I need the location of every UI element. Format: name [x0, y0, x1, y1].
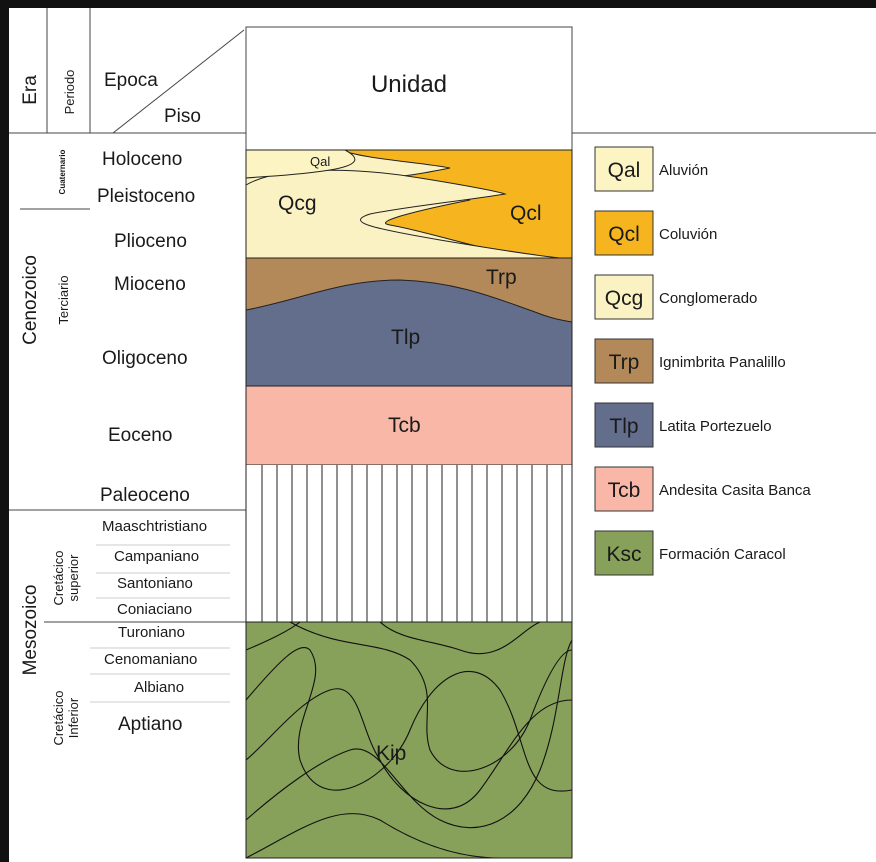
- stage-turoniano: Turoniano: [118, 624, 185, 641]
- legend-label-tlp: Latita Portezuelo: [659, 418, 772, 435]
- legend-swatch-qcl: [594, 210, 654, 256]
- stage-aptiano: Aptiano: [118, 714, 182, 735]
- column-outline: [245, 149, 573, 859]
- epoch-pleistoceno: Pleistoceno: [97, 186, 195, 207]
- era-cenozoico: Cenozoico: [20, 255, 41, 345]
- header-periodo: Periodo: [62, 70, 77, 115]
- label-trp: Trp: [486, 266, 517, 289]
- label-qcg: Qcg: [278, 192, 317, 215]
- legend-label-ksc: Formación Caracol: [659, 546, 786, 563]
- legend-swatch-tlp: [594, 402, 654, 448]
- header-era: Era: [20, 75, 41, 105]
- kip-fold-1: [246, 646, 572, 792]
- stage-coniaciano: Coniaciano: [117, 601, 192, 618]
- epoch-mioceno: Mioceno: [114, 274, 186, 295]
- legend-swatch-tcb: [594, 466, 654, 512]
- label-qal: Qal: [310, 154, 330, 169]
- legend-label-qal: Aluvión: [659, 162, 708, 179]
- stage-cenomaniano: Cenomaniano: [104, 651, 197, 668]
- frame-top: [0, 0, 876, 8]
- layer-qcg-tongue: [245, 169, 561, 259]
- label-tcb: Tcb: [388, 414, 421, 437]
- header-diagonal: [112, 29, 245, 134]
- epoch-oligoceno: Oligoceno: [102, 348, 188, 369]
- period-cretacico-inferior-1: Cretácico: [51, 691, 66, 746]
- epoch-eoceno: Eoceno: [108, 425, 172, 446]
- legend-code-qal: Qal: [608, 159, 641, 182]
- kip-fold-4: [289, 622, 572, 772]
- period-cretacico-inferior-2: Inferior: [66, 697, 81, 738]
- period-cretacico-superior-1: Cretácico: [51, 551, 66, 606]
- stage-santoniano: Santoniano: [117, 575, 193, 592]
- stage-maaschtristiano: Maaschtristiano: [102, 518, 207, 535]
- layer-qal: [245, 149, 356, 179]
- legend-label-trp: Ignimbrita Panalillo: [659, 354, 786, 371]
- legend-code-qcl: Qcl: [608, 223, 640, 246]
- legend-code-qcg: Qcg: [605, 287, 644, 310]
- label-kip: Kip: [376, 742, 406, 765]
- stage-campaniano: Campaniano: [114, 548, 199, 565]
- epoch-paleoceno: Paleoceno: [100, 485, 190, 506]
- header-epoca: Epoca: [104, 70, 158, 91]
- legend-code-tlp: Tlp: [609, 415, 638, 438]
- layer-tcb: [245, 385, 573, 466]
- stage-albiano: Albiano: [134, 679, 184, 696]
- kip-fold-7: [246, 622, 301, 651]
- label-tlp: Tlp: [391, 326, 420, 349]
- era-mesozoico: Mesozoico: [20, 585, 41, 676]
- kip-fold-lines: [246, 622, 572, 858]
- header-piso: Piso: [164, 106, 201, 127]
- hiatus-hatch: [261, 465, 563, 622]
- kip-fold-2: [246, 688, 572, 810]
- kip-fold-5: [379, 622, 541, 655]
- legend-label-qcg: Conglomerado: [659, 290, 757, 307]
- legend-swatch-ksc: [594, 530, 654, 576]
- layer-kip: [245, 621, 573, 859]
- legend-label-tcb: Andesita Casita Banca: [659, 482, 811, 499]
- layer-tlp: [245, 279, 573, 387]
- legend-label-qcl: Coluvión: [659, 226, 717, 243]
- kip-fold-6: [246, 812, 501, 858]
- kip-fold-3: [246, 639, 572, 829]
- frame-left: [0, 0, 9, 862]
- unidad-header-box: [245, 26, 573, 151]
- period-cretacico-superior-2: superior: [66, 554, 81, 602]
- legend-swatch-trp: [594, 338, 654, 384]
- layer-hiatus: [246, 465, 572, 622]
- epoch-plioceno: Plioceno: [114, 231, 187, 252]
- unidad-title: Unidad: [371, 71, 447, 98]
- legend-code-trp: Trp: [609, 351, 640, 374]
- legend-code-ksc: Ksc: [606, 543, 641, 566]
- legend-code-tcb: Tcb: [608, 479, 641, 502]
- legend-swatch-qcg: [594, 274, 654, 320]
- epoch-holoceno: Holoceno: [102, 149, 182, 170]
- label-qcl: Qcl: [510, 202, 542, 225]
- legend-swatch-qal: [594, 146, 654, 192]
- period-terciario: Terciario: [56, 275, 71, 324]
- period-cuaternario: Cuaternario: [58, 149, 67, 194]
